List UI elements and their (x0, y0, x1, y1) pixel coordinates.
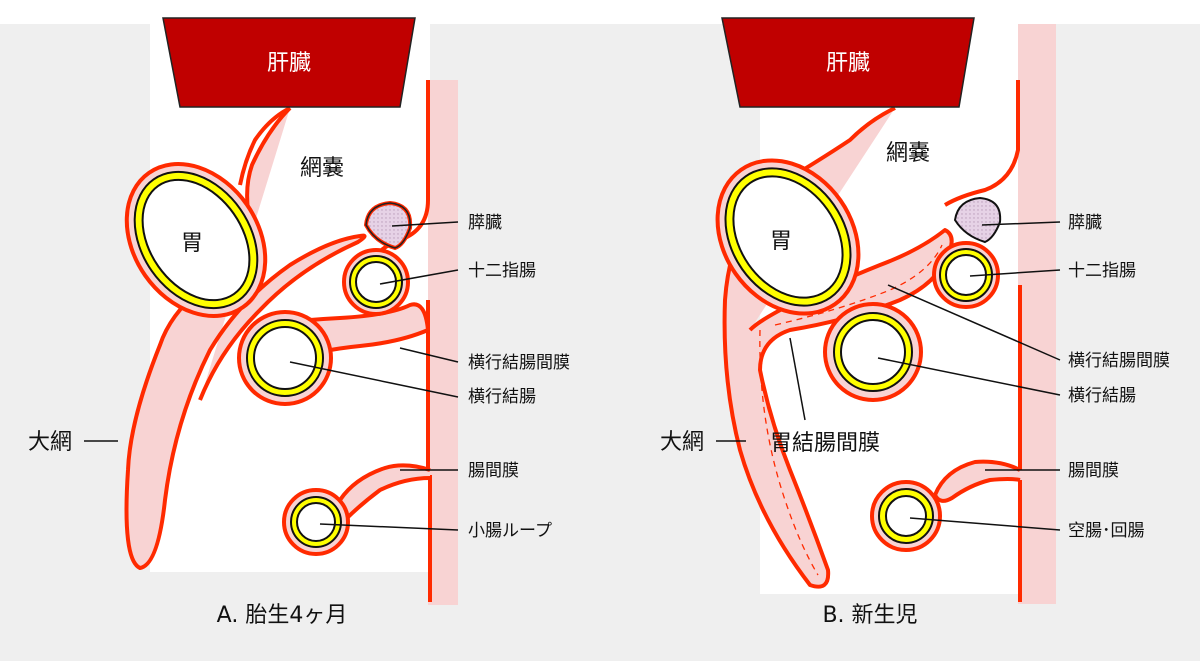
transverse-colon-lumen-b (840, 319, 906, 385)
leader-mesocolon-a (399, 347, 459, 363)
greater-omentum-label-b: 大網 (660, 430, 704, 455)
panel-b: 肝臓 網嚢 胃 膵臓 十二指腸 横行結腸間膜 横行結腸 大網 胃結腸間膜 腸間膜… (660, 17, 1170, 628)
liver-label-a: 肝臓 (267, 51, 311, 76)
leader-duodenum-b (969, 269, 1061, 277)
jejunum-lumen-b (885, 495, 927, 537)
small-intestine-lumen-a (296, 502, 336, 542)
posterior-wall-line-b (943, 80, 1022, 602)
transverse-colon-label-b: 横行結腸 (1068, 386, 1136, 406)
leader-mesocolon-b (887, 284, 1061, 361)
duodenum-label-a: 十二指腸 (468, 261, 536, 281)
leader-pancreas-b (981, 221, 1061, 226)
transverse-mesocolon-label-a: 横行結腸間膜 (468, 353, 570, 373)
pancreas-b (953, 196, 1002, 244)
transverse-mesocolon-label-b: 横行結腸間膜 (1068, 351, 1170, 371)
omental-bursa-label-a: 網嚢 (300, 156, 344, 181)
liver-shape-a (162, 17, 416, 108)
stomach-label-a: 胃 (181, 231, 203, 256)
leader-small-intestine-a (319, 523, 459, 531)
pancreas-label-b: 膵臓 (1068, 213, 1102, 233)
leader-duodenum-a (379, 269, 459, 285)
leader-pancreas-a (391, 221, 459, 227)
leader-colon-b (877, 357, 1061, 396)
mesentery-b (933, 459, 1021, 503)
duodenum-lumen-a (355, 261, 397, 303)
stomach-label-b: 胃 (770, 229, 792, 254)
gastrocolic-ligament-label-b: 胃結腸間膜 (770, 431, 880, 456)
jejunum-label-b: 空腸･回腸 (1068, 521, 1145, 541)
mesentery-label-b: 腸間膜 (1068, 461, 1119, 481)
posterior-wall-a (428, 80, 458, 605)
caption-a: A. 胎生4ヶ月 (217, 603, 348, 628)
leader-gastrocolic-b (789, 337, 806, 421)
stomach-lumen-b (732, 175, 844, 299)
duodenum-label-b: 十二指腸 (1068, 261, 1136, 281)
omentum-upper-a (238, 106, 291, 186)
stomach-lumen-a (141, 178, 251, 302)
greater-omentum-label-a: 大網 (28, 430, 72, 455)
leader-colon-a (289, 361, 459, 398)
posterior-wall-b (1018, 24, 1056, 604)
small-intestine-label-a: 小腸ループ (468, 521, 552, 541)
liver-label-b: 肝臓 (826, 51, 870, 76)
mesentery-label-a: 腸間膜 (468, 461, 519, 481)
pancreas-outline-a (365, 202, 411, 249)
transverse-colon-label-a: 横行結腸 (468, 387, 536, 407)
pancreas-label-a: 膵臓 (468, 213, 502, 233)
liver-shape-b (721, 17, 975, 108)
omentum-dashes-b (759, 244, 943, 576)
omental-bursa-label-b: 網嚢 (886, 141, 930, 166)
mesentery-a (336, 463, 431, 522)
transverse-colon-lumen-a (253, 326, 317, 390)
caption-b: B. 新生児 (822, 603, 917, 628)
panel-a: 肝臓 網嚢 胃 膵臓 十二指腸 横行結腸間膜 横行結腸 大網 腸間膜 小腸ループ… (28, 17, 570, 628)
leader-jejunum-b (909, 517, 1061, 531)
